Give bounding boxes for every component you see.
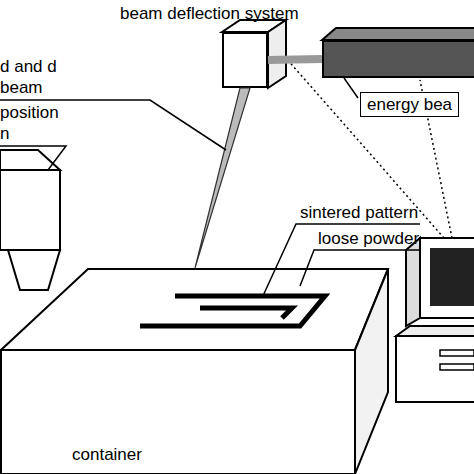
container-outline — [0, 268, 390, 474]
computer-base-top — [396, 326, 474, 336]
sintered-pattern — [140, 296, 325, 326]
control-line — [286, 58, 444, 238]
source-top-face — [322, 28, 474, 40]
leader-line — [262, 224, 420, 298]
deflection-system-box: beam deflection system — [222, 32, 268, 88]
leader-line — [0, 146, 66, 170]
beam-rod — [268, 59, 322, 60]
monitor-case — [420, 238, 474, 318]
part-label: loose powder — [318, 228, 419, 249]
drive-slot — [440, 350, 474, 356]
leader-line — [300, 250, 420, 286]
container-side-face — [355, 269, 388, 474]
part-label: container — [72, 444, 142, 465]
drive-slot — [440, 364, 474, 370]
laser-beam — [195, 88, 250, 268]
part-label: d and d beam — [0, 56, 62, 98]
part-label: beam deflection system — [120, 3, 299, 24]
part-label: sintered pattern — [300, 202, 418, 223]
container-top-face — [1, 269, 388, 350]
energy-beam-source: energy bea — [322, 40, 474, 78]
part-label: position n — [0, 102, 70, 144]
deposition-hopper — [8, 250, 60, 290]
container-front-face — [1, 350, 355, 474]
leader-line — [344, 78, 358, 98]
sintered-pattern — [200, 308, 292, 318]
monitor-screen — [430, 248, 474, 306]
part-label: energy bea — [360, 92, 459, 117]
deposition-top — [0, 150, 60, 170]
cube-side-face — [268, 20, 286, 88]
computer-base — [396, 336, 474, 402]
deposition-body — [0, 170, 60, 250]
monitor-side — [406, 238, 420, 326]
powder-container: container — [0, 268, 390, 474]
leader-line — [0, 100, 226, 150]
